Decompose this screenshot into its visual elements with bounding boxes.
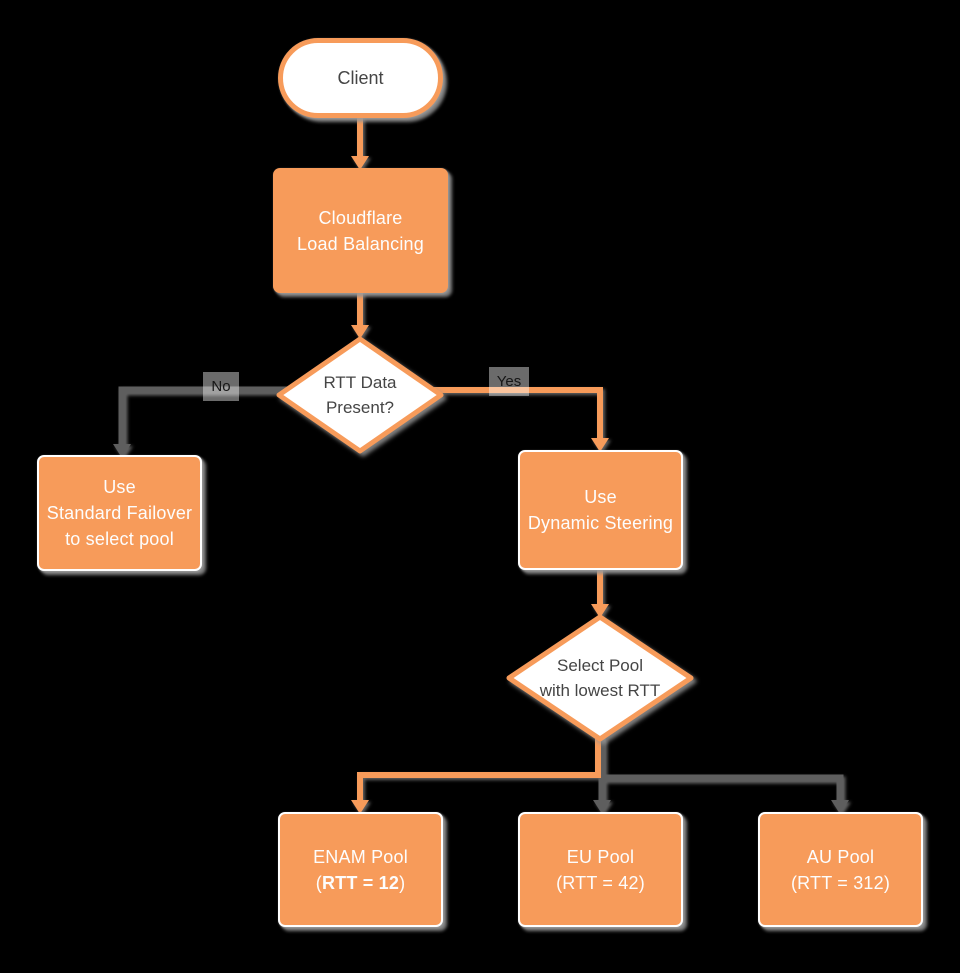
node-client-label: Client	[337, 67, 384, 88]
node-eu-line2: (RTT = 42)	[556, 872, 645, 893]
node-au-line1: AU Pool	[806, 846, 875, 867]
node-lb-line1: Cloudflare	[318, 207, 403, 228]
edge-client-lb-arrowhead	[351, 156, 369, 170]
edge-enam-arrowhead	[351, 800, 369, 814]
node-steering-line1: Use	[584, 487, 617, 507]
node-au-pool: AU Pool (RTT = 312)	[758, 812, 923, 927]
node-lb-line2: Load Balancing	[297, 233, 424, 254]
node-enam-rtt-close: )	[399, 872, 406, 893]
node-client: Client	[278, 38, 443, 118]
node-failover-line3: to select pool	[65, 529, 174, 549]
decision-rtt-line2: Present?	[325, 398, 395, 417]
edge-yes-arrowhead	[591, 438, 609, 452]
node-enam-rtt-open: (	[315, 872, 322, 893]
node-cloudflare-load-balancing: Cloudflare Load Balancing	[273, 168, 448, 293]
decision-select-line2: with lowest RTT	[539, 681, 661, 700]
edge-yes-to-dynamic-steering	[434, 387, 603, 440]
decision-rtt-text: RTT Data Present?	[275, 335, 445, 455]
edge-to-enam-pool	[357, 736, 601, 802]
decision-select-pool-text: Select Pool with lowest RTT	[505, 613, 695, 743]
node-enam-pool: ENAM Pool (RTT = 12)	[278, 812, 443, 927]
decision-select-pool-shape	[506, 614, 694, 742]
node-dynamic-steering: Use Dynamic Steering	[518, 450, 683, 570]
edge-no-to-standard-failover	[118, 386, 290, 445]
decision-rtt-data-present	[275, 335, 445, 455]
node-enam-line1: ENAM Pool	[313, 846, 408, 867]
edge-eu-arrowhead	[593, 800, 611, 814]
edge-label-yes: Yes	[489, 367, 529, 396]
edge-no-arrowhead	[113, 444, 131, 458]
node-enam-rtt-value: RTT = 12	[321, 872, 400, 893]
edge-rtt-arrowhead	[351, 325, 369, 339]
edge-to-au-pool	[602, 774, 844, 802]
decision-rtt-line1: RTT Data	[323, 373, 397, 392]
node-enam-line2: (RTT = 12)	[316, 870, 406, 896]
node-eu-pool: EU Pool (RTT = 42)	[518, 812, 683, 927]
decision-select-pool	[505, 613, 695, 743]
node-standard-failover: Use Standard Failover to select pool	[37, 455, 202, 571]
node-failover-line2: Standard Failover	[46, 503, 193, 523]
decision-select-line1: Select Pool	[557, 656, 643, 675]
node-au-line2: (RTT = 312)	[790, 872, 891, 893]
edge-au-arrowhead	[831, 800, 849, 814]
node-eu-line1: EU Pool	[566, 846, 635, 867]
node-failover-line1: Use	[103, 477, 136, 497]
edge-select-pool-arrowhead	[591, 604, 609, 618]
edge-label-no: No	[203, 372, 239, 401]
node-steering-line2: Dynamic Steering	[527, 513, 674, 533]
decision-rtt-diamond-shape	[276, 336, 444, 454]
